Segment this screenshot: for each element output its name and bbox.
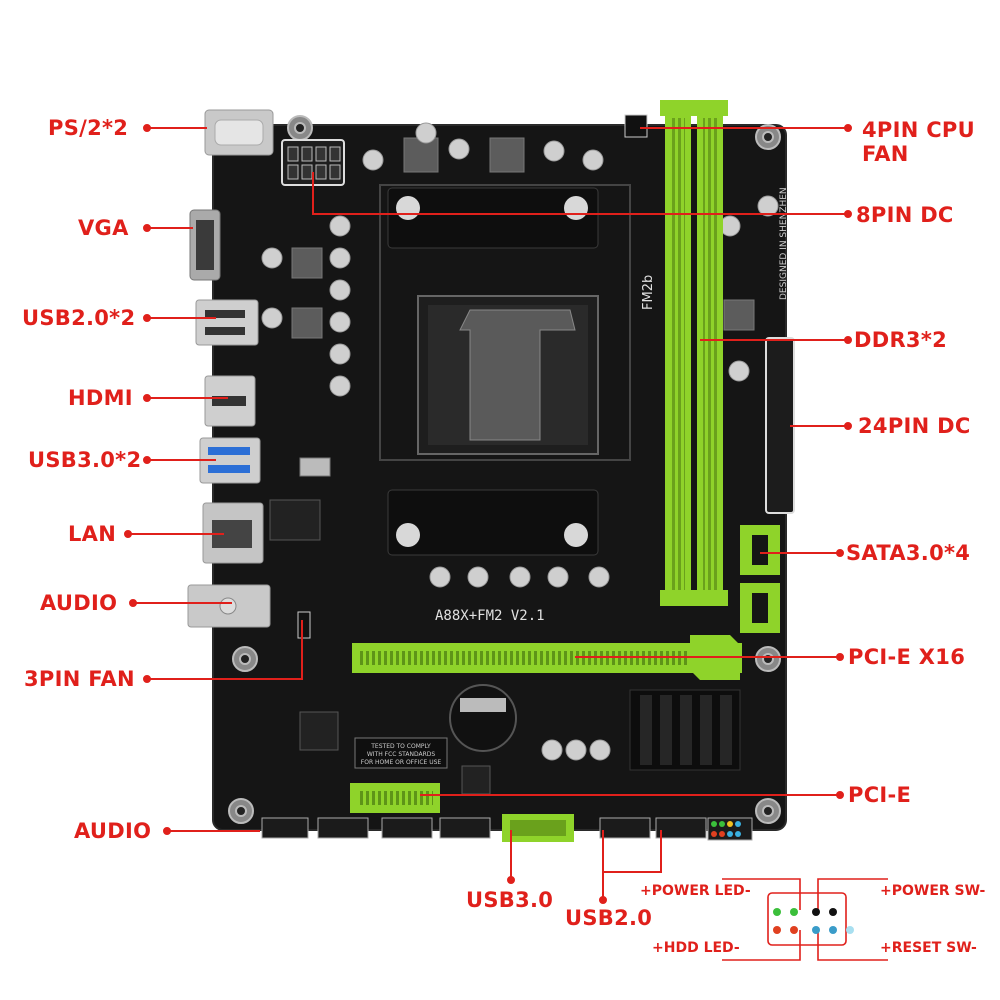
fcc-text-1: TESTED TO COMPLY [370,743,431,750]
label-usb30-header: USB3.0 [466,888,554,912]
label-hdd-led: +HDD LED- [652,940,740,956]
fan-3pin-header [297,611,311,639]
capacitors [261,122,779,761]
label-power-sw: +POWER SW- [880,883,986,899]
fcc-text-3: FOR HOME OR OFFICE USE [361,759,442,766]
bottom-headers [261,817,707,839]
label-audio-rear: AUDIO [40,591,118,615]
front-panel-pin-diagram [722,878,888,961]
board-socket-text: FM2b [641,275,656,310]
label-usb30-rear: USB3.0*2 [28,448,142,472]
callout-lines-left [124,124,303,835]
label-pcie: PCI-E [848,783,912,807]
retention-top [387,187,599,249]
label-audio-front: AUDIO [74,819,152,843]
label-reset-sw: +RESET SW- [880,940,977,956]
vrm-chokes [291,137,755,339]
label-ddr3: DDR3*2 [854,328,948,352]
panel-header-drawing [707,817,753,841]
front-panel-pins [773,908,854,934]
label-power-led: +POWER LED- [640,883,751,899]
cpu-fan-header [624,114,648,138]
label-24pin-dc: 24PIN DC [858,414,971,438]
fcc-text-2: WITH FCC STANDARDS [367,751,436,758]
retention-bottom [387,489,599,556]
label-3pin-fan: 3PIN FAN [24,667,135,691]
cpu-area-outline [379,184,631,461]
board-model-text: A88X+FM2 V2.1 [435,608,545,624]
label-cpu-fan-line2: FAN [862,142,909,166]
label-8pin-dc: 8PIN DC [856,203,954,227]
cmos-battery [449,684,517,752]
rear-io [187,109,274,628]
label-cpu-fan-line1: 4PIN CPU [862,118,975,142]
label-usb20-rear: USB2.0*2 [22,306,136,330]
ddr3-slots [660,100,728,606]
label-lan: LAN [68,522,117,546]
label-sata: SATA3.0*4 [846,541,971,565]
mounting-holes [228,115,781,824]
label-hdmi: HDMI [68,386,133,410]
label-pcie-x16: PCI-E X16 [848,645,966,669]
board-designed-text: DESIGNED IN SHENZHEN [779,187,789,300]
label-usb20-header: USB2.0 [565,906,653,930]
dc-24pin-connector [765,337,795,514]
sata-ports [740,525,780,633]
label-vga: VGA [78,216,129,240]
usb20-port-drawing [195,299,259,346]
label-ps2: PS/2*2 [48,116,129,140]
callout-lines-right [312,124,852,904]
